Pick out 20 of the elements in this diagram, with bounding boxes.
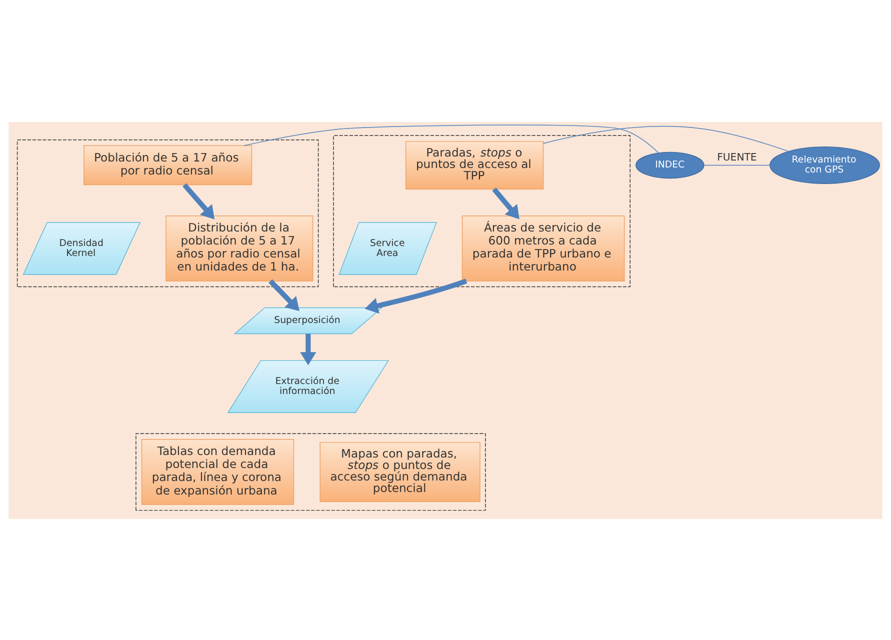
node-box: Tablas con demanda potencial de cada parada, línea y corona de expansión urbana <box>141 438 294 504</box>
cluster <box>333 134 630 287</box>
arrow <box>268 278 300 311</box>
connector <box>704 164 770 166</box>
node-box: Distribución de la población de 5 a 17 años por radio censal en unidades de 1 ha. <box>166 214 314 281</box>
node-box: Paradas, stops o puntos de acceso al TPP <box>405 140 544 189</box>
arrow <box>492 187 520 219</box>
arrow <box>182 182 215 219</box>
connector <box>244 124 659 153</box>
node-ellipse: Relevamiento con GPS <box>770 146 880 184</box>
node-ellipse: INDEC <box>636 151 704 178</box>
node-box: Áreas de servicio de 600 metros a cada parada de TPP urbano e interurbano <box>462 214 625 281</box>
arrow <box>364 278 468 314</box>
node-box: Población de 5 a 17 años por radio censal <box>84 144 252 185</box>
cluster <box>16 139 319 287</box>
connector <box>543 125 789 152</box>
edge-label: FUENTE <box>717 152 757 163</box>
node-box: Mapas con paradas, stops o puntos de acceso según demanda potencial <box>320 441 480 502</box>
arrow <box>300 333 316 365</box>
cluster <box>136 432 486 510</box>
